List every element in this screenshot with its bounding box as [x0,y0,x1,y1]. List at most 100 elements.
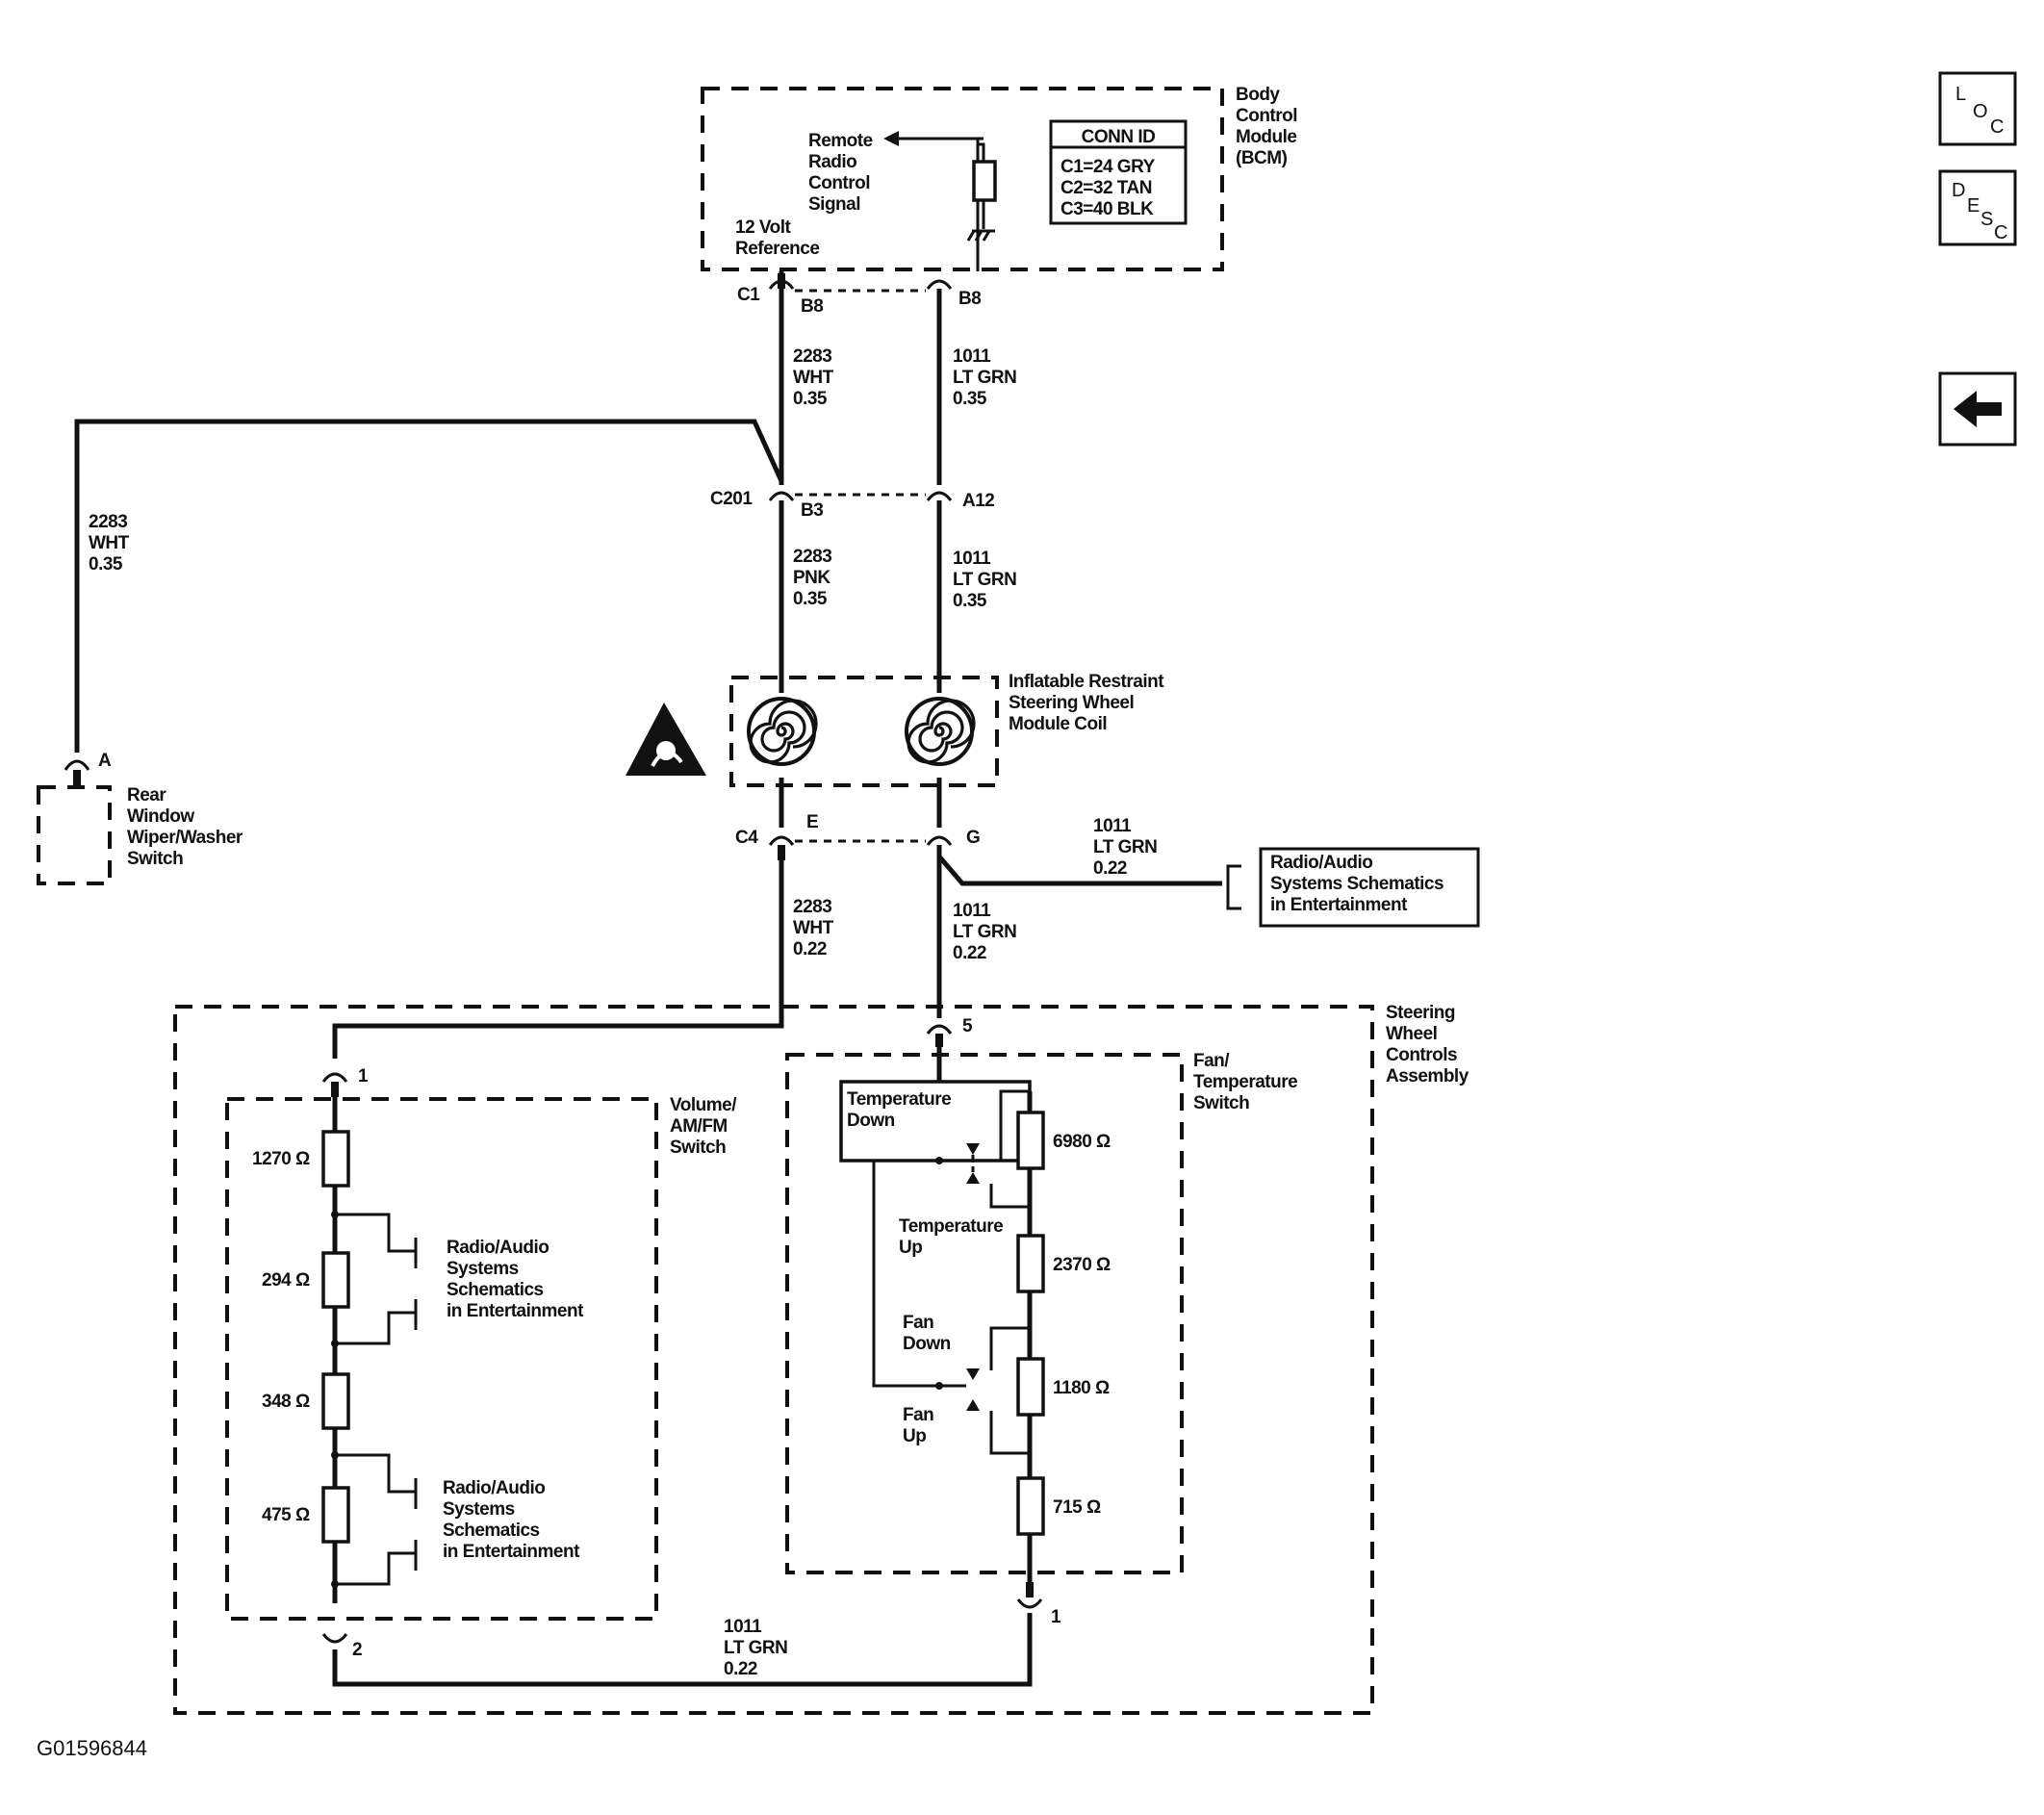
coil-label-2: Steering Wheel [1009,693,1134,713]
c4-left-pin: E [806,812,818,832]
signal-label-1: Remote [808,131,873,151]
main-wiring [74,289,1222,1059]
wire-c201-right-2: LT GRN [953,570,1016,590]
loc-letter-c: C [1990,116,2004,138]
ground-icon [966,229,995,242]
temp-down-contact-icon [966,1143,980,1155]
coil-right-icon [905,697,976,766]
vol-ref-a-3: Schematics [447,1280,544,1300]
r475-label: 475 Ω [262,1505,310,1525]
coil-label-3: Module Coil [1009,714,1107,734]
radio-ref-2: Systems Schematics [1270,874,1444,894]
connector-c1: C1 B8 B8 [737,273,982,317]
vol-ref-a-4: in Entertainment [447,1301,584,1321]
resistor-294 [321,1251,350,1309]
wire-c1-right-1: 1011 [953,346,991,367]
resistor-475 [321,1486,350,1544]
rear-switch-label-2: Window [127,806,194,827]
resistor-715 [1016,1476,1045,1536]
fan-temperature-switch: Fan/ Temperature Switch 5 Temperature Do… [785,1016,1298,1627]
vol-label-3: Switch [670,1138,726,1158]
r348-label: 348 Ω [262,1392,310,1412]
fan-up-contact-icon [966,1399,980,1411]
r715-label: 715 Ω [1053,1497,1101,1518]
wire-c4-right-1: 1011 [953,901,991,921]
steering-wheel-controls-assembly: Steering Wheel Controls Assembly Volume/… [173,1003,1469,1715]
wire-rear-1: 2283 [89,512,127,532]
back-button[interactable] [1938,371,2017,447]
fan-label-1: Fan/ [1193,1051,1230,1071]
loc-button[interactable]: L O C [1938,71,2017,146]
connector-c201: C201 B3 A12 [710,489,995,521]
signal-label-4: Signal [808,194,860,215]
desc-button[interactable]: D E S C [1938,169,2017,246]
r2370-label: 2370 Ω [1053,1255,1111,1275]
swc-left-bottom-pin: 2 [352,1640,362,1660]
wire-c4-left-3: 0.22 [793,939,827,959]
wire-c201-left-1: 2283 [793,547,831,567]
vol-ref-b-4: in Entertainment [443,1542,580,1562]
temp-up-contact-icon [966,1172,980,1184]
inflatable-restraint-coil: Inflatable Restraint Steering Wheel Modu… [729,672,1165,787]
radio-ref-1: Radio/Audio [1270,853,1372,873]
wire-c4-left-1: 2283 [793,897,831,917]
c201-label: C201 [710,489,753,509]
r1270-label: 1270 Ω [252,1149,310,1169]
vol-ref-b-2: Systems [443,1499,515,1520]
wire-radio-3: 0.22 [1093,858,1127,879]
rear-pin-label: A [98,751,112,771]
vol-ref-a-2: Systems [447,1259,519,1279]
conn-id-table: CONN ID C1=24 GRY C2=32 TAN C3=40 BLK [1049,119,1188,225]
desc-letter-d: D [1952,180,1965,201]
resistor-6980 [1016,1111,1045,1170]
signal-label-2: Radio [808,152,856,172]
coil-label-1: Inflatable Restraint [1009,672,1164,692]
resistor-1270 [321,1130,350,1188]
rear-wiper-switch: A Rear Window Wiper/Washer Switch [37,751,243,885]
c4-label: C4 [735,828,758,848]
rear-switch-label-4: Switch [127,849,183,869]
c201-left-pin: B3 [801,500,823,521]
temp-up-2: Up [899,1238,922,1258]
resistor-1180 [1016,1357,1045,1417]
desc-letter-s: S [1980,209,1993,230]
vol-label-1: Volume/ [670,1095,737,1115]
rear-switch-label-3: Wiper/Washer [127,828,243,848]
wire-bottom-1: 1011 [724,1617,762,1637]
conn-id-title: CONN ID [1082,127,1156,147]
fan-label-3: Switch [1193,1093,1249,1113]
desc-letter-c: C [1994,222,2007,243]
wire-bottom-2: LT GRN [724,1638,787,1658]
desc-letter-e: E [1967,195,1980,217]
temp-down-1: Temperature [847,1089,951,1110]
fan-down-contact-icon [966,1368,980,1380]
conn-id-c2: C2=32 TAN [1060,178,1152,198]
wire-c201-right-1: 1011 [953,549,991,569]
wire-radio-1: 1011 [1093,816,1132,836]
wire-bottom-3: 0.22 [724,1659,757,1679]
radio-ref-3: in Entertainment [1270,895,1408,915]
swc-label-2: Wheel [1386,1024,1437,1044]
wire-c4-left-2: WHT [793,918,834,938]
wire-rear-2: WHT [89,533,130,553]
vol-ref-b-3: Schematics [443,1521,540,1541]
vol-ref-b-1: Radio/Audio [443,1478,545,1498]
wire-c1-left-1: 2283 [793,346,831,367]
wire-c1-left-2: WHT [793,368,834,388]
vol-label-2: AM/FM [670,1116,728,1137]
arrow-icon [883,131,899,146]
rear-switch-label-1: Rear [127,785,166,805]
wire-c1-right-3: 0.35 [953,389,987,409]
left-arrow-icon [1954,391,2002,427]
r1180-label: 1180 Ω [1053,1378,1110,1398]
c4-right-pin: G [966,828,980,848]
radio-audio-reference: Radio/Audio Systems Schematics in Entert… [1226,847,1480,928]
c1-label: C1 [737,285,760,305]
volume-am-fm-switch: Volume/ AM/FM Switch 1 1270 Ω 294 Ω 348 … [225,1066,738,1660]
wire-c201-right-3: 0.35 [953,591,987,611]
wire-c4-right-2: LT GRN [953,922,1016,942]
swc-label-3: Controls [1386,1045,1457,1065]
vol-ref-a-1: Radio/Audio [447,1238,549,1258]
bcm-label-1: Body [1236,85,1280,105]
